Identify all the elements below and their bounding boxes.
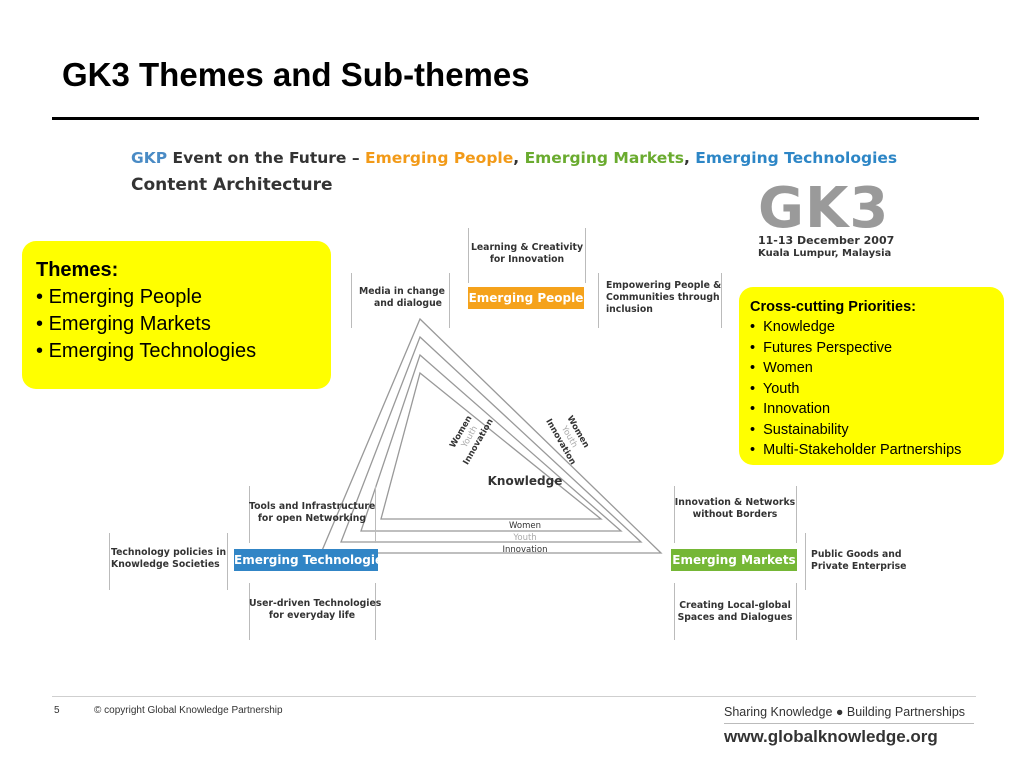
header-markets: Emerging Markets [524, 149, 684, 167]
gk3-date: 11-13 December 2007 [758, 234, 895, 247]
triangle-inner [360, 353, 623, 532]
cross-cutting-item: • Multi-Stakeholder Partnerships [750, 442, 962, 458]
triangle-outer [320, 317, 663, 554]
cross-cutting-item: • Youth [750, 380, 800, 397]
subtheme-networks: Innovation & Networks without Borders [674, 497, 796, 520]
cross-cutting-item: • Futures Perspective [750, 339, 893, 356]
cross-cutting-item: • Knowledge [750, 319, 835, 335]
gk3-place: Kuala Lumpur, Malaysia [758, 248, 892, 259]
divider-line [468, 228, 469, 283]
themes-heading: Themes: [36, 259, 119, 281]
copyright-notice: © copyright Global Knowledge Partnership [94, 705, 283, 716]
header-event: Event on the Future – [172, 149, 360, 167]
divider-line [375, 583, 376, 640]
triangle-bottom-innovation: Innovation [502, 545, 547, 555]
divider-line [674, 486, 675, 543]
header-comma: , [683, 149, 690, 167]
header-people: Emerging People [364, 149, 514, 167]
divider-line [109, 533, 110, 590]
header-technologies: Emerging Technologies [695, 149, 898, 167]
subtheme-learning: Learning & Creativity for Innovation [470, 242, 584, 265]
triangle-bottom-women: Women [509, 521, 541, 531]
divider-line [598, 273, 599, 328]
header-gkp: GKP [131, 149, 168, 167]
divider-line [721, 273, 722, 328]
themes-callout: Themes: • Emerging People • Emerging Mar… [22, 241, 331, 389]
divider-line [227, 533, 228, 590]
slide-title: GK3 Themes and Sub-themes [62, 56, 530, 93]
subtheme-tools: Tools and Infrastructure for open Networ… [249, 501, 376, 524]
tagline-divider [724, 723, 974, 724]
themes-item: • Emerging People [36, 286, 202, 308]
themes-item: • Emerging Technologies [36, 340, 257, 362]
theme-emerging-technologies: Emerging Technologies [234, 549, 390, 571]
divider-line [585, 228, 586, 283]
divider-line [796, 583, 797, 640]
divider-line [449, 273, 450, 328]
themes-item: • Emerging Markets [36, 313, 211, 335]
page-number: 5 [54, 705, 60, 716]
subtheme-user-driven: User-driven Technologies for everyday li… [249, 598, 382, 621]
gk3-logo: GK3 [758, 176, 890, 241]
subtheme-empowering: Empowering People & Communities through … [606, 280, 722, 315]
footer-tagline: Sharing Knowledge ● Building Partnership… [724, 705, 966, 719]
theme-emerging-markets: Emerging Markets [671, 549, 797, 571]
triangle-core [380, 371, 603, 520]
theme-emerging-people: Emerging People [468, 287, 584, 309]
knowledge-triangle: Knowledge Women Youth Innovation Women Y… [320, 317, 663, 555]
cross-cutting-item: • Innovation [750, 401, 831, 417]
subtheme-media: Media in change and dialogue [359, 286, 445, 309]
footer-divider [52, 696, 976, 697]
triangle-center-label: Knowledge [488, 474, 563, 488]
cross-cutting-item: • Women [750, 360, 813, 376]
divider-line [249, 583, 250, 640]
divider-line [674, 583, 675, 640]
figure-subheader: Content Architecture [131, 175, 333, 195]
header-comma: , [513, 149, 520, 167]
divider-line [351, 273, 352, 328]
divider-line [796, 486, 797, 543]
subtheme-policies: Technology policies in Knowledge Societi… [111, 547, 227, 570]
cross-cutting-heading: Cross-cutting Priorities: [750, 299, 916, 315]
cross-cutting-callout: Cross-cutting Priorities: • Knowledge • … [739, 287, 1004, 465]
triangle-bottom-youth: Youth [512, 533, 536, 543]
divider-line [375, 486, 376, 543]
divider-line [249, 486, 250, 543]
triangle-middle [340, 335, 643, 543]
footer-url: www.globalknowledge.org [724, 727, 938, 746]
title-underline [52, 117, 979, 120]
subtheme-local-global: Creating Local-global Spaces and Dialogu… [677, 600, 793, 623]
divider-line [805, 533, 806, 590]
cross-cutting-item: • Sustainability [750, 421, 849, 438]
figure-header: GKP Event on the Future – Emerging Peopl… [131, 149, 897, 167]
subtheme-public-goods: Public Goods and Private Enterprise [811, 549, 907, 572]
